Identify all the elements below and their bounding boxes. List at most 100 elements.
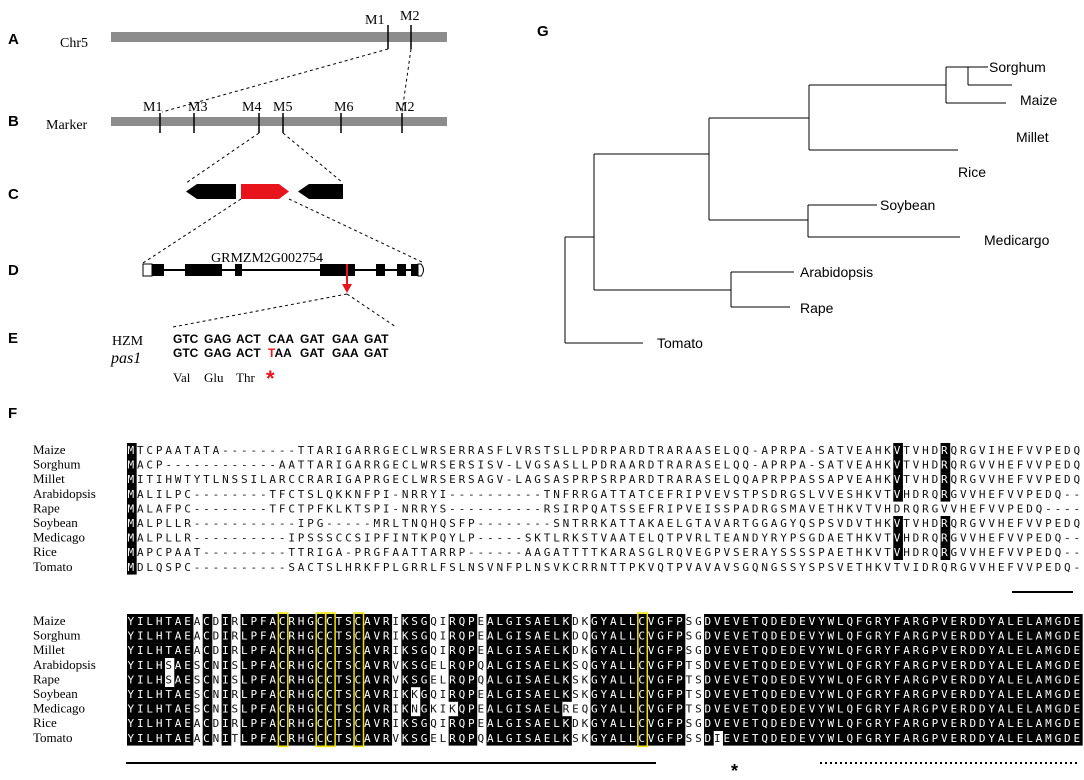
cysteine-box [324,612,336,748]
residue: C [288,473,295,486]
residue: S [440,473,447,486]
residue: E [951,688,958,701]
residue: Y [601,703,608,716]
residue: R [288,644,295,657]
residue: A [998,688,1005,701]
residue: L [146,673,153,686]
residue: A [610,673,617,686]
residue: R [941,546,948,559]
residue-shade [1016,730,1026,746]
residue-shade [306,730,317,746]
residue: C [638,688,645,701]
residue: C [402,473,409,486]
residue: A [752,473,759,486]
residue-shade [410,643,421,658]
residue: E [837,532,844,545]
residue: S [468,473,475,486]
residue: L [1007,717,1014,730]
residue: L [1026,703,1033,716]
residue: L [241,644,248,657]
taxon-medicargo: Medicargo [984,232,1050,248]
residue: L [1007,615,1014,628]
residue-shade [1016,657,1026,673]
residue: A [156,502,163,515]
residue-shade [600,614,610,629]
residue: P [468,659,475,672]
residue: N [601,561,608,574]
residue: V [648,717,655,730]
residue: S [232,703,239,716]
residue-shade [959,701,970,717]
residue: L [676,517,683,530]
residue: T [686,703,693,716]
residue: V [998,502,1005,515]
residue: P [175,502,182,515]
residue: M [1045,703,1052,716]
residue: S [809,473,816,486]
residue: C [317,644,324,657]
residue: V [373,717,380,730]
residue-shade [344,687,355,702]
residue: D [969,644,976,657]
residue: D [213,717,220,730]
residue: G [383,444,390,457]
residue-shade [874,730,884,746]
residue-shade [751,716,762,731]
residue-shade [221,716,232,731]
residue: D [771,630,778,643]
residue: A [487,717,494,730]
residue: V [733,659,740,672]
residue: L [146,488,153,501]
residue: E [742,703,749,716]
residue: R [667,459,674,472]
residue: V [941,630,948,643]
residue: E [1017,644,1024,657]
residue: L [1007,703,1014,716]
residue: P [676,561,683,574]
residue-shade [987,614,998,629]
residue: G [657,703,664,716]
residue: T [232,732,239,745]
residue: T [165,630,172,643]
residue-shade [562,716,572,731]
residue-shade [458,614,468,629]
residue: S [544,459,551,472]
residue: V [1026,459,1033,472]
residue-shade [808,730,818,746]
residue-shade [127,545,137,560]
residue-shade [155,701,166,717]
residue: H [156,688,163,701]
residue: I [392,644,399,657]
residue: T [402,517,409,530]
residue: R [288,673,295,686]
residue: R [922,488,929,501]
residue-shade [259,672,270,688]
hzm-codon: ACT [236,332,261,346]
residue-shade [789,628,799,644]
residue-shade [297,657,307,673]
residue: G [969,444,976,457]
residue: S [525,659,532,672]
residue-shade [940,672,951,688]
residue: H [903,546,910,559]
residue: N [402,532,409,545]
residue: E [780,630,787,643]
residue: L [241,630,248,643]
residue: W [828,630,835,643]
residue: P [468,517,475,530]
hzm-label: HZM [112,334,144,349]
residue: L [723,459,730,472]
residue: Y [601,644,608,657]
residue: R [373,459,380,472]
residue-shade [609,716,620,731]
residue-shade [1073,628,1083,644]
residue: E [1017,732,1024,745]
residue-shade [363,701,374,717]
residue-shade [845,730,856,746]
residue-shade [249,628,260,644]
residue: Q [1074,517,1081,530]
residue-shade [789,687,799,702]
residue: P [175,561,182,574]
residue: V [941,717,948,730]
residue-shade [798,716,809,731]
